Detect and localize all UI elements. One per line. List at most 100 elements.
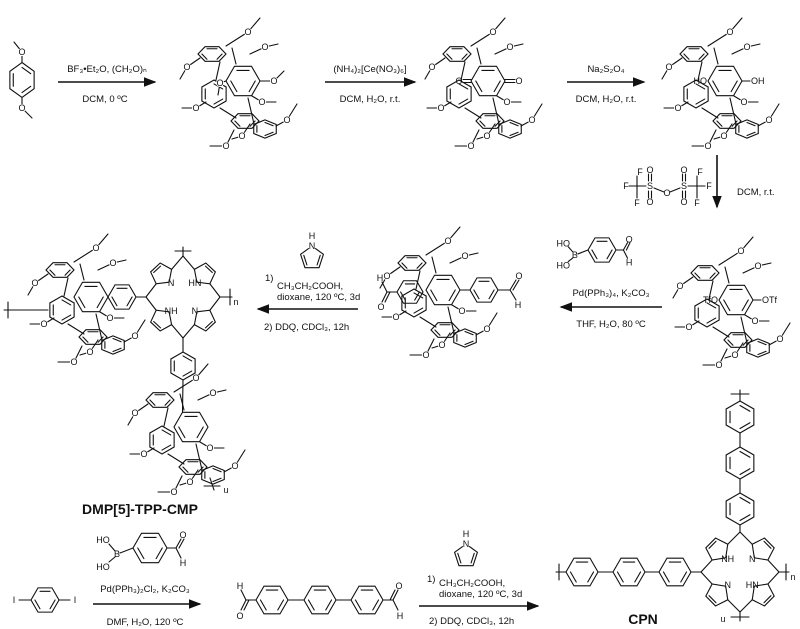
atom-label: O — [428, 62, 435, 72]
bond — [492, 97, 500, 125]
atom-backing — [720, 132, 728, 140]
atom-label: O — [422, 350, 429, 360]
bond — [173, 377, 197, 393]
step2-reagents: (NH₄)₂[Ce(NO₃)₆] — [333, 64, 406, 75]
atom-backing — [308, 242, 316, 250]
bond — [78, 296, 86, 309]
bond — [163, 407, 169, 427]
bond — [153, 265, 162, 274]
atom-label: O — [86, 347, 93, 357]
bond — [591, 249, 598, 260]
atom-backing — [170, 488, 178, 496]
atom-label: O — [236, 611, 243, 621]
bond — [392, 589, 399, 601]
bond — [195, 443, 203, 471]
bond — [707, 31, 731, 47]
back-ring — [145, 392, 175, 408]
dimethoxybenzene: OO — [9, 41, 35, 119]
atom-backing — [506, 43, 514, 51]
bond — [746, 131, 756, 137]
atom-backing — [183, 63, 191, 71]
atom-label: HO — [557, 261, 571, 271]
atom-label: H — [463, 529, 470, 539]
bond — [718, 250, 742, 266]
bond — [164, 399, 171, 406]
atom-label: H — [237, 581, 244, 591]
step8-line3: 2) DDQ, CDCl₃, 12h — [429, 616, 514, 627]
bond — [729, 97, 737, 125]
atom-backing — [392, 313, 400, 321]
atom-label: O — [515, 271, 522, 281]
bond — [706, 302, 717, 309]
polymer-linkers: nn — [3, 246, 239, 496]
atom-backing — [438, 341, 446, 349]
step7-reagents: Pd(PPh₃)₂Cl₂, K₂CO₃ — [100, 584, 190, 595]
bond — [493, 80, 501, 93]
step7-conditions: DMF, H₂O, 120 ºC — [107, 617, 184, 628]
bond — [740, 316, 748, 344]
step2-conditions: DCM, H₂O, r.t. — [340, 94, 401, 105]
bond — [727, 531, 741, 545]
bond — [708, 540, 717, 549]
atom-label: H — [397, 611, 404, 621]
atom-backing — [674, 104, 682, 112]
atom-label: O — [503, 97, 510, 107]
bond — [739, 404, 751, 412]
atom-label: I — [13, 595, 16, 605]
bond — [712, 326, 730, 338]
bond — [248, 80, 256, 93]
bond — [473, 289, 480, 300]
atom-backing — [483, 325, 491, 333]
bond — [712, 80, 720, 93]
atom-label: O — [383, 271, 390, 281]
atom-label: O — [704, 141, 711, 151]
atom-label: N — [168, 278, 175, 288]
atom-backing — [444, 237, 452, 245]
atom-label: O — [676, 281, 683, 291]
bond — [384, 291, 391, 303]
bond — [145, 296, 157, 311]
bond — [204, 265, 213, 274]
atom-label: O — [458, 306, 465, 316]
bond — [249, 120, 256, 127]
atom-label: S — [647, 181, 653, 191]
bond — [464, 340, 474, 346]
bond — [457, 552, 462, 564]
atom-label: O — [444, 236, 451, 246]
atom-label: O — [222, 141, 229, 151]
bond — [171, 324, 184, 339]
bond — [259, 599, 267, 611]
bond — [381, 281, 388, 293]
back-ring — [397, 255, 427, 271]
atom-label: O — [467, 141, 474, 151]
step8-number: 1) — [427, 574, 435, 585]
bond — [413, 307, 424, 314]
atom-label: O — [674, 103, 681, 113]
atom-backing — [131, 409, 139, 417]
atom-backing — [765, 116, 773, 124]
atom-backing — [70, 358, 78, 366]
bond — [458, 98, 469, 105]
cpn-linkers: nn — [555, 389, 796, 625]
atom-label: O — [109, 258, 116, 268]
bond — [695, 98, 706, 105]
bond — [727, 599, 741, 613]
bond — [606, 249, 613, 260]
back-ring — [690, 265, 720, 281]
atom-backing — [131, 332, 139, 340]
atom-backing — [222, 142, 230, 150]
product-label-cpn: CPN — [628, 611, 658, 627]
atom-label: O — [192, 373, 199, 383]
atom-label: O — [646, 165, 653, 175]
bond — [431, 256, 437, 274]
bond — [178, 426, 186, 439]
atom-label: O — [270, 76, 277, 86]
bond — [730, 80, 738, 93]
bond — [111, 296, 118, 307]
bond — [698, 53, 705, 60]
